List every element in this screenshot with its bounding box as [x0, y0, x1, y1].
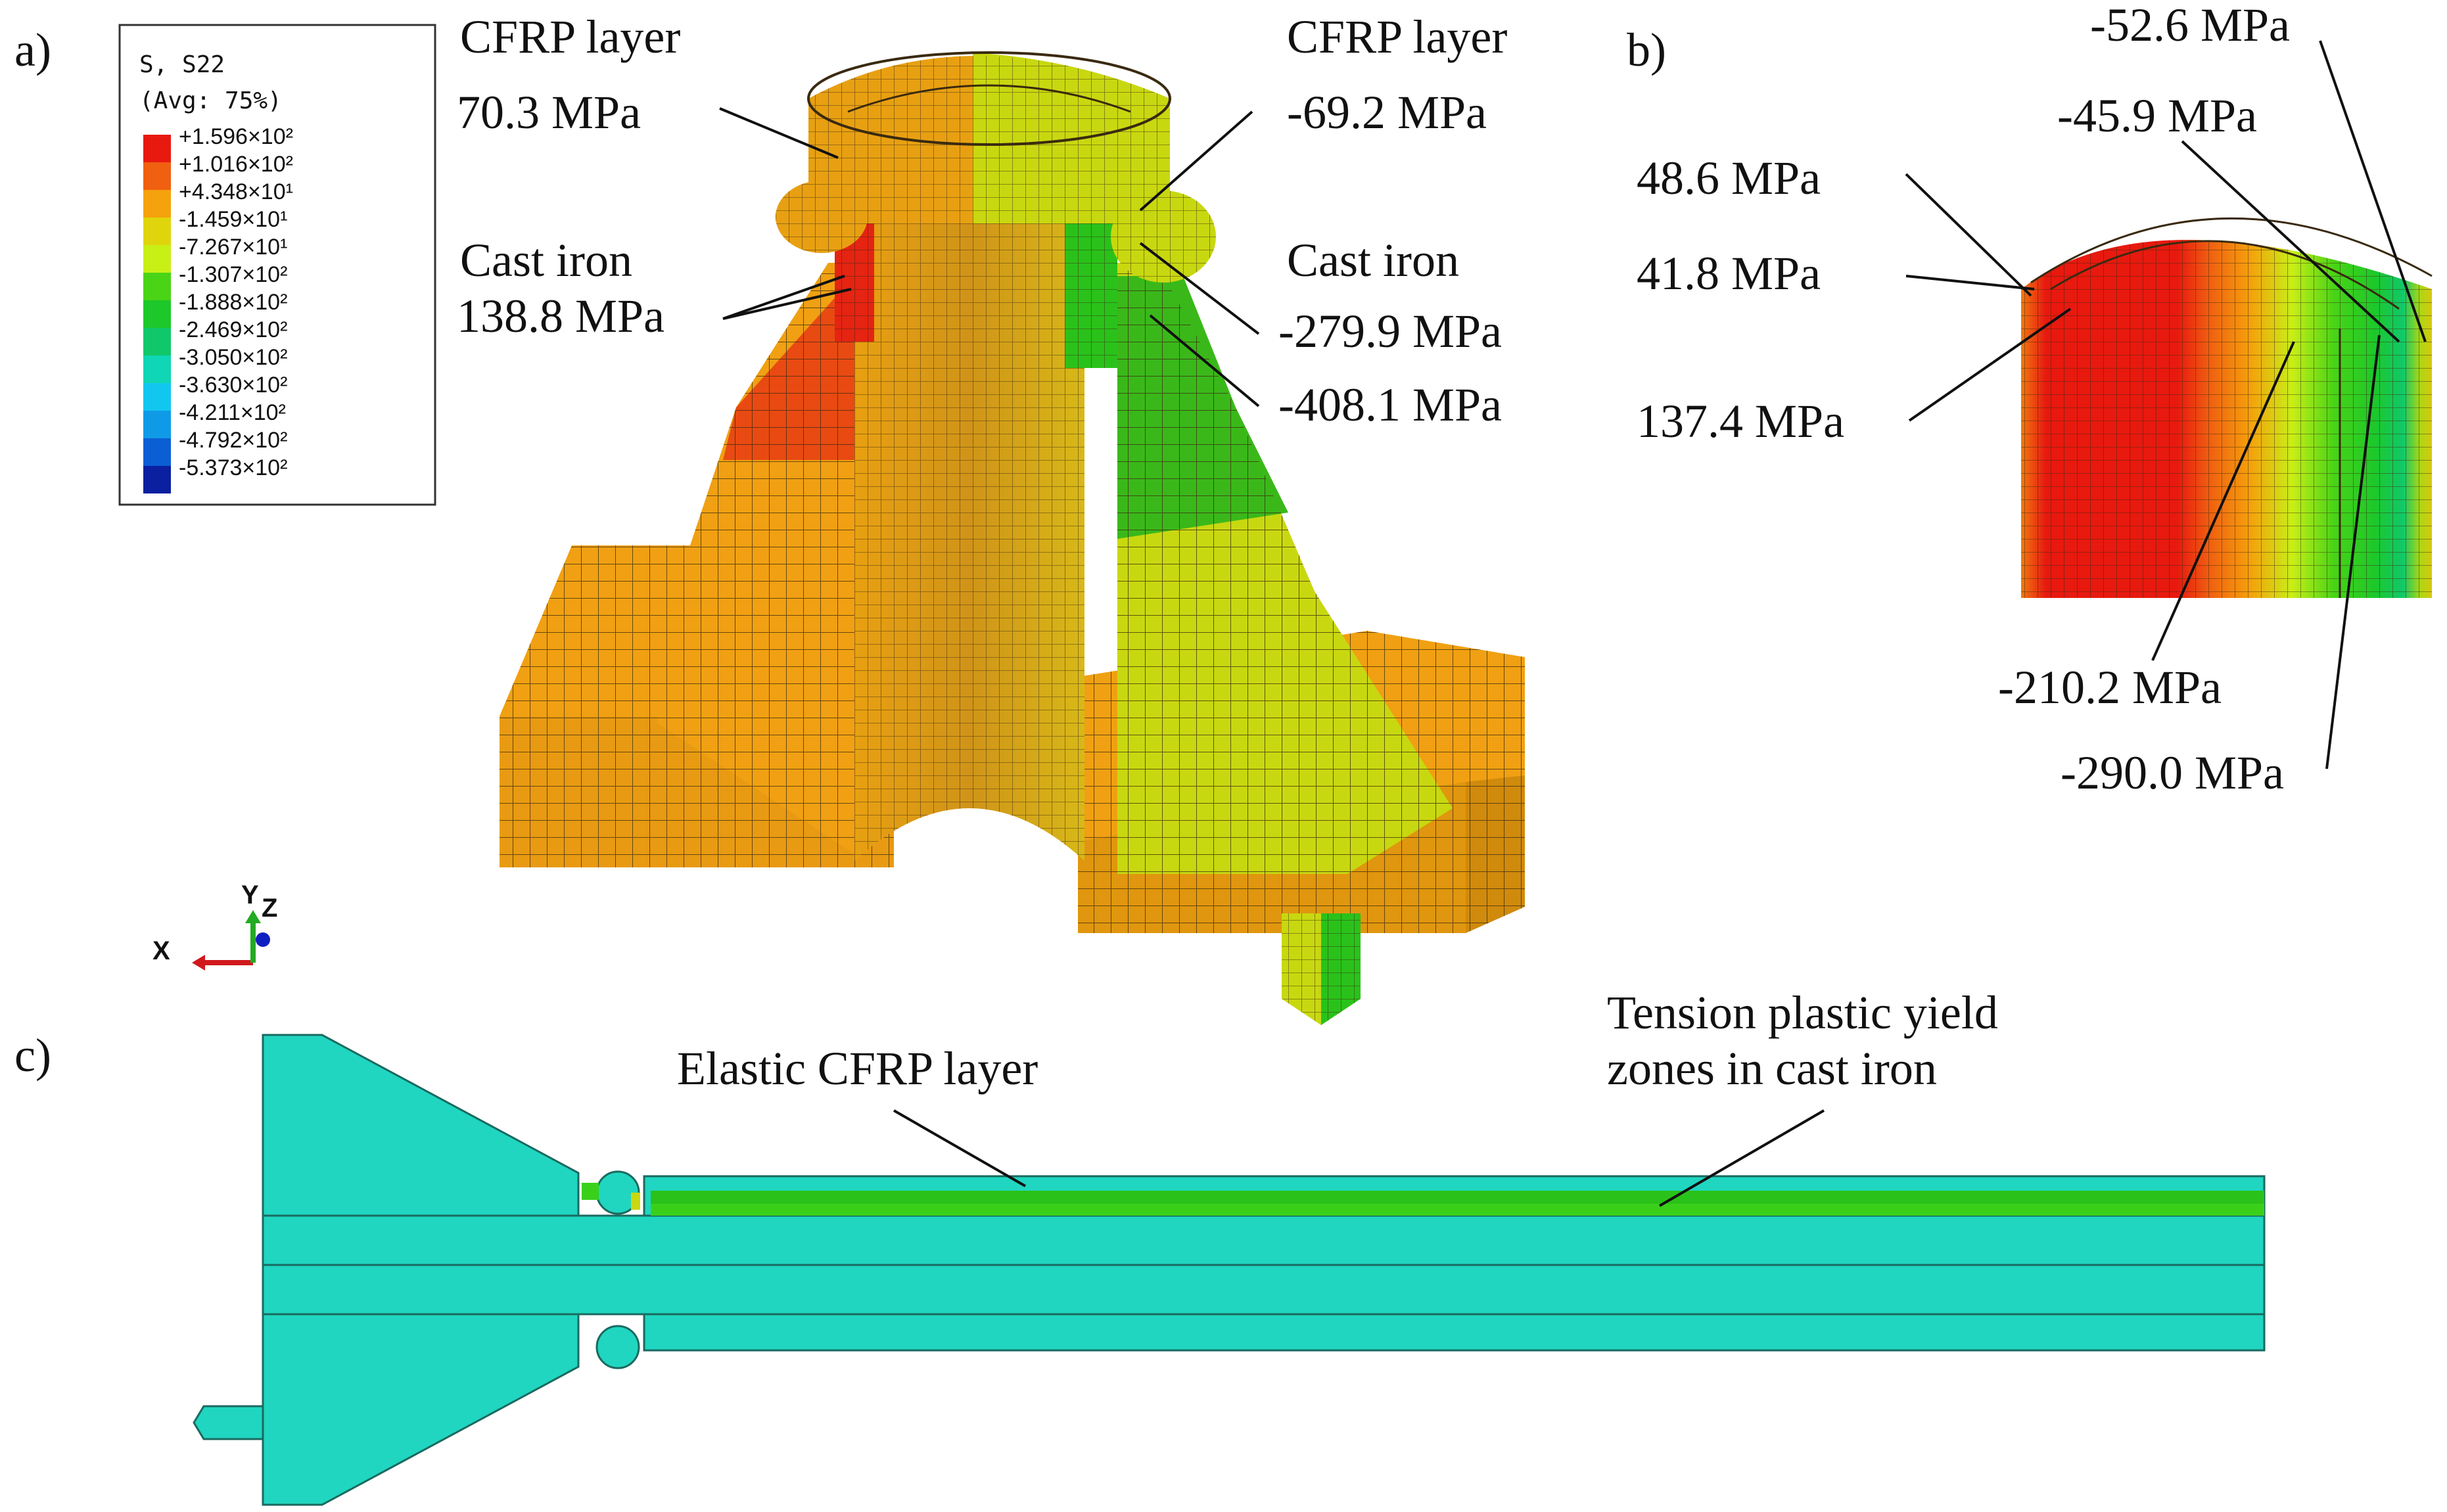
lower-wall: [643, 1313, 2266, 1352]
a-cfrp-left-title: CFRP layer: [460, 11, 680, 63]
a-cast-left-title: Cast iron: [460, 234, 632, 286]
legend-rows: +1.596×10² +1.016×10²+4.348×10¹ -1.459×10¹…: [143, 124, 293, 493]
yield-zone-upper: [651, 1204, 2264, 1216]
b-value-41: 41.8 MPa: [1637, 247, 1821, 300]
panel-b-label: b): [1627, 24, 1666, 76]
legend-value: -4.792×10²: [179, 428, 287, 453]
legend-value: -4.211×10²: [179, 400, 286, 425]
axis-y-label: Y: [241, 881, 259, 909]
legend-header: S, S22: [139, 51, 225, 78]
panel-a-leader-lines: [719, 107, 1260, 407]
c-tension-line2: zones in cast iron: [1607, 1042, 1937, 1095]
legend-swatch: [143, 135, 171, 162]
c-elastic-label: Elastic CFRP layer: [677, 1042, 1038, 1095]
flange-tab: [193, 1405, 264, 1440]
b-value-top: -52.6 MPa: [2090, 0, 2290, 51]
legend-swatch: [143, 190, 171, 218]
legend-swatch: [143, 466, 171, 493]
axis-z-label: Z: [262, 894, 277, 923]
c-tension-line1: Tension plastic yield: [1607, 986, 1998, 1039]
legend-swatch: [143, 383, 171, 411]
legend-value: +1.016×10²: [179, 152, 293, 177]
legend-value: -2.469×10²: [179, 317, 287, 342]
yield-marker: [582, 1183, 599, 1200]
legend-swatch: [143, 300, 171, 328]
legend-frame: [118, 24, 436, 506]
legend-value: -1.307×10²: [179, 262, 287, 287]
bulb-bottom: [595, 1325, 640, 1369]
stress-legend: S, S22 (Avg: 75%) +1.596×10² +1.016×10²+4…: [118, 24, 436, 506]
a-cast-right-title: Cast iron: [1287, 234, 1459, 286]
b-value-137: 137.4 MPa: [1637, 395, 1844, 447]
axis-triad: X Y Z: [152, 881, 277, 971]
axis-x-label: X: [152, 936, 170, 965]
panel-c-label: c): [14, 1029, 51, 1082]
panel-a-model: [500, 51, 1525, 1025]
a-cast-right-value2: -408.1 MPa: [1278, 378, 1502, 431]
legend-value: -7.267×10¹: [179, 235, 287, 260]
a-cfrp-left-value: 70.3 MPa: [457, 86, 641, 139]
legend-swatch: [143, 162, 171, 190]
panel-b-leader-lines: [1905, 40, 2427, 769]
legend-swatch: [143, 273, 171, 300]
a-cast-right-value1: -279.9 MPa: [1278, 305, 1502, 357]
legend-subheader: (Avg: 75%): [139, 87, 282, 114]
panel-b-model: [2021, 217, 2433, 598]
legend-value: -3.050×10²: [179, 345, 287, 370]
a-cfrp-right-title: CFRP layer: [1287, 11, 1507, 63]
legend-value: -5.373×10²: [179, 455, 287, 480]
a-cfrp-right-value: -69.2 MPa: [1287, 86, 1487, 139]
b-value-290: -290.0 MPa: [2061, 746, 2284, 799]
legend-swatch: [143, 218, 171, 245]
legend-swatch: [143, 438, 171, 466]
b-value-210: -210.2 MPa: [1998, 661, 2222, 714]
panel-a-label: a): [14, 24, 51, 76]
legend-swatch: [143, 245, 171, 273]
yield-marker-2: [631, 1193, 640, 1210]
legend-swatch: [143, 328, 171, 355]
b-value-second: -45.9 MPa: [2057, 89, 2257, 142]
z-axis-arrow: [256, 932, 270, 947]
legend-value: -1.459×10¹: [179, 207, 287, 232]
legend-value: +4.348×10¹: [179, 179, 293, 204]
legend-value: +1.596×10²: [179, 124, 293, 149]
legend-swatch: [143, 411, 171, 438]
legend-swatch: [143, 355, 171, 383]
cfrp-layer-upper: [651, 1191, 2264, 1204]
legend-value: -3.630×10²: [179, 373, 287, 398]
panel-c-model: [193, 1034, 2266, 1506]
panel-c-leader-lines: [893, 1109, 1825, 1207]
a-cast-left-value: 138.8 MPa: [457, 290, 664, 342]
legend-value: -1.888×10²: [179, 290, 287, 315]
b-value-48: 48.6 MPa: [1637, 152, 1821, 204]
